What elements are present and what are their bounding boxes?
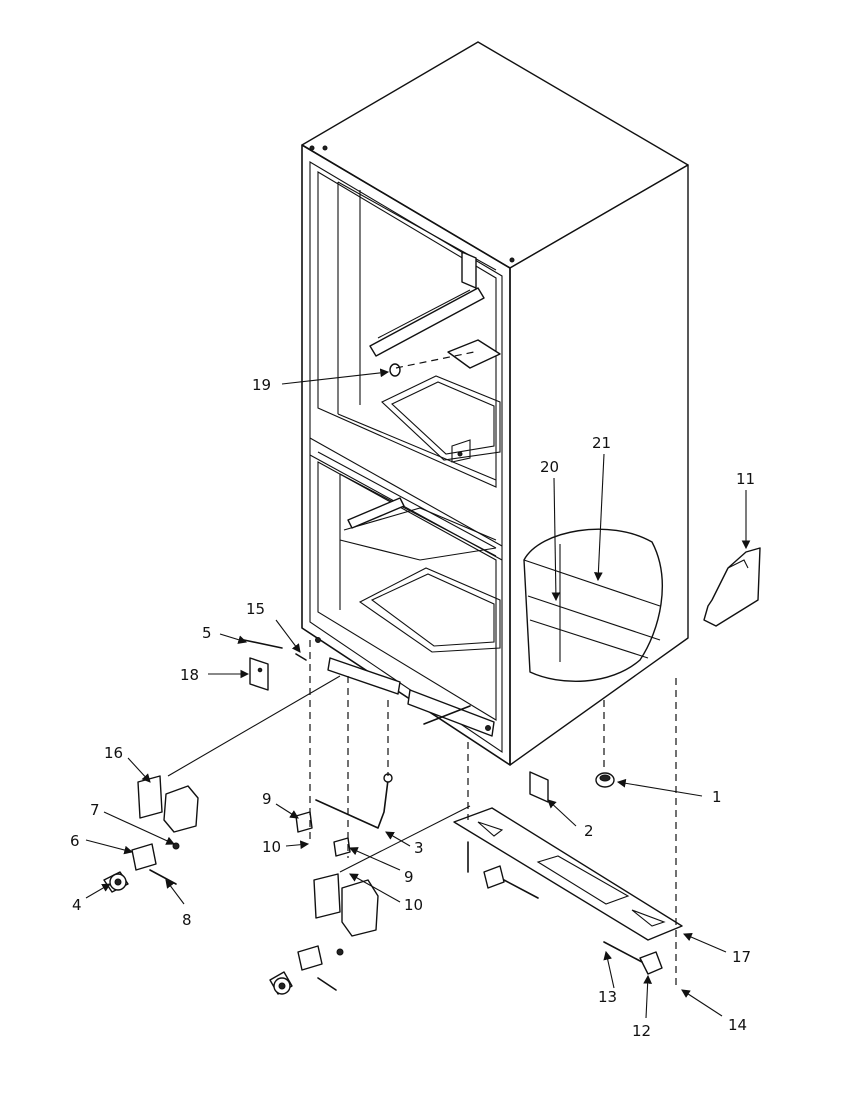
callout-4: 4 [72,896,82,914]
callout-13: 13 [598,988,617,1006]
refrigerator-cabinet [301,41,689,766]
callout-5: 5 [202,624,212,642]
callout-10-lower: 10 [404,896,423,914]
alignment-lines [167,351,677,988]
callout-leaders [85,368,751,1019]
callout-16: 16 [104,744,123,762]
loose-parts [103,547,761,995]
callout-1: 1 [712,788,722,806]
callout-3: 3 [414,839,424,857]
callout-14: 14 [728,1016,747,1034]
callout-6: 6 [70,832,80,850]
callout-21: 21 [592,434,611,452]
callout-9-lower: 9 [404,868,414,886]
callout-10-upper: 10 [262,838,281,856]
callout-19: 19 [252,376,271,394]
callout-17: 17 [732,948,751,966]
callout-8: 8 [182,911,192,929]
callout-11: 11 [736,470,755,488]
callout-2: 2 [584,822,594,840]
callout-9-upper: 9 [262,790,272,808]
callout-12: 12 [632,1022,651,1040]
callout-15: 15 [246,600,265,618]
callout-20: 20 [540,458,559,476]
callout-7: 7 [90,801,100,819]
callout-18: 18 [180,666,199,684]
callout-labels: 1 2 3 4 5 6 7 8 9 9 10 10 11 12 13 14 15… [70,376,755,1040]
